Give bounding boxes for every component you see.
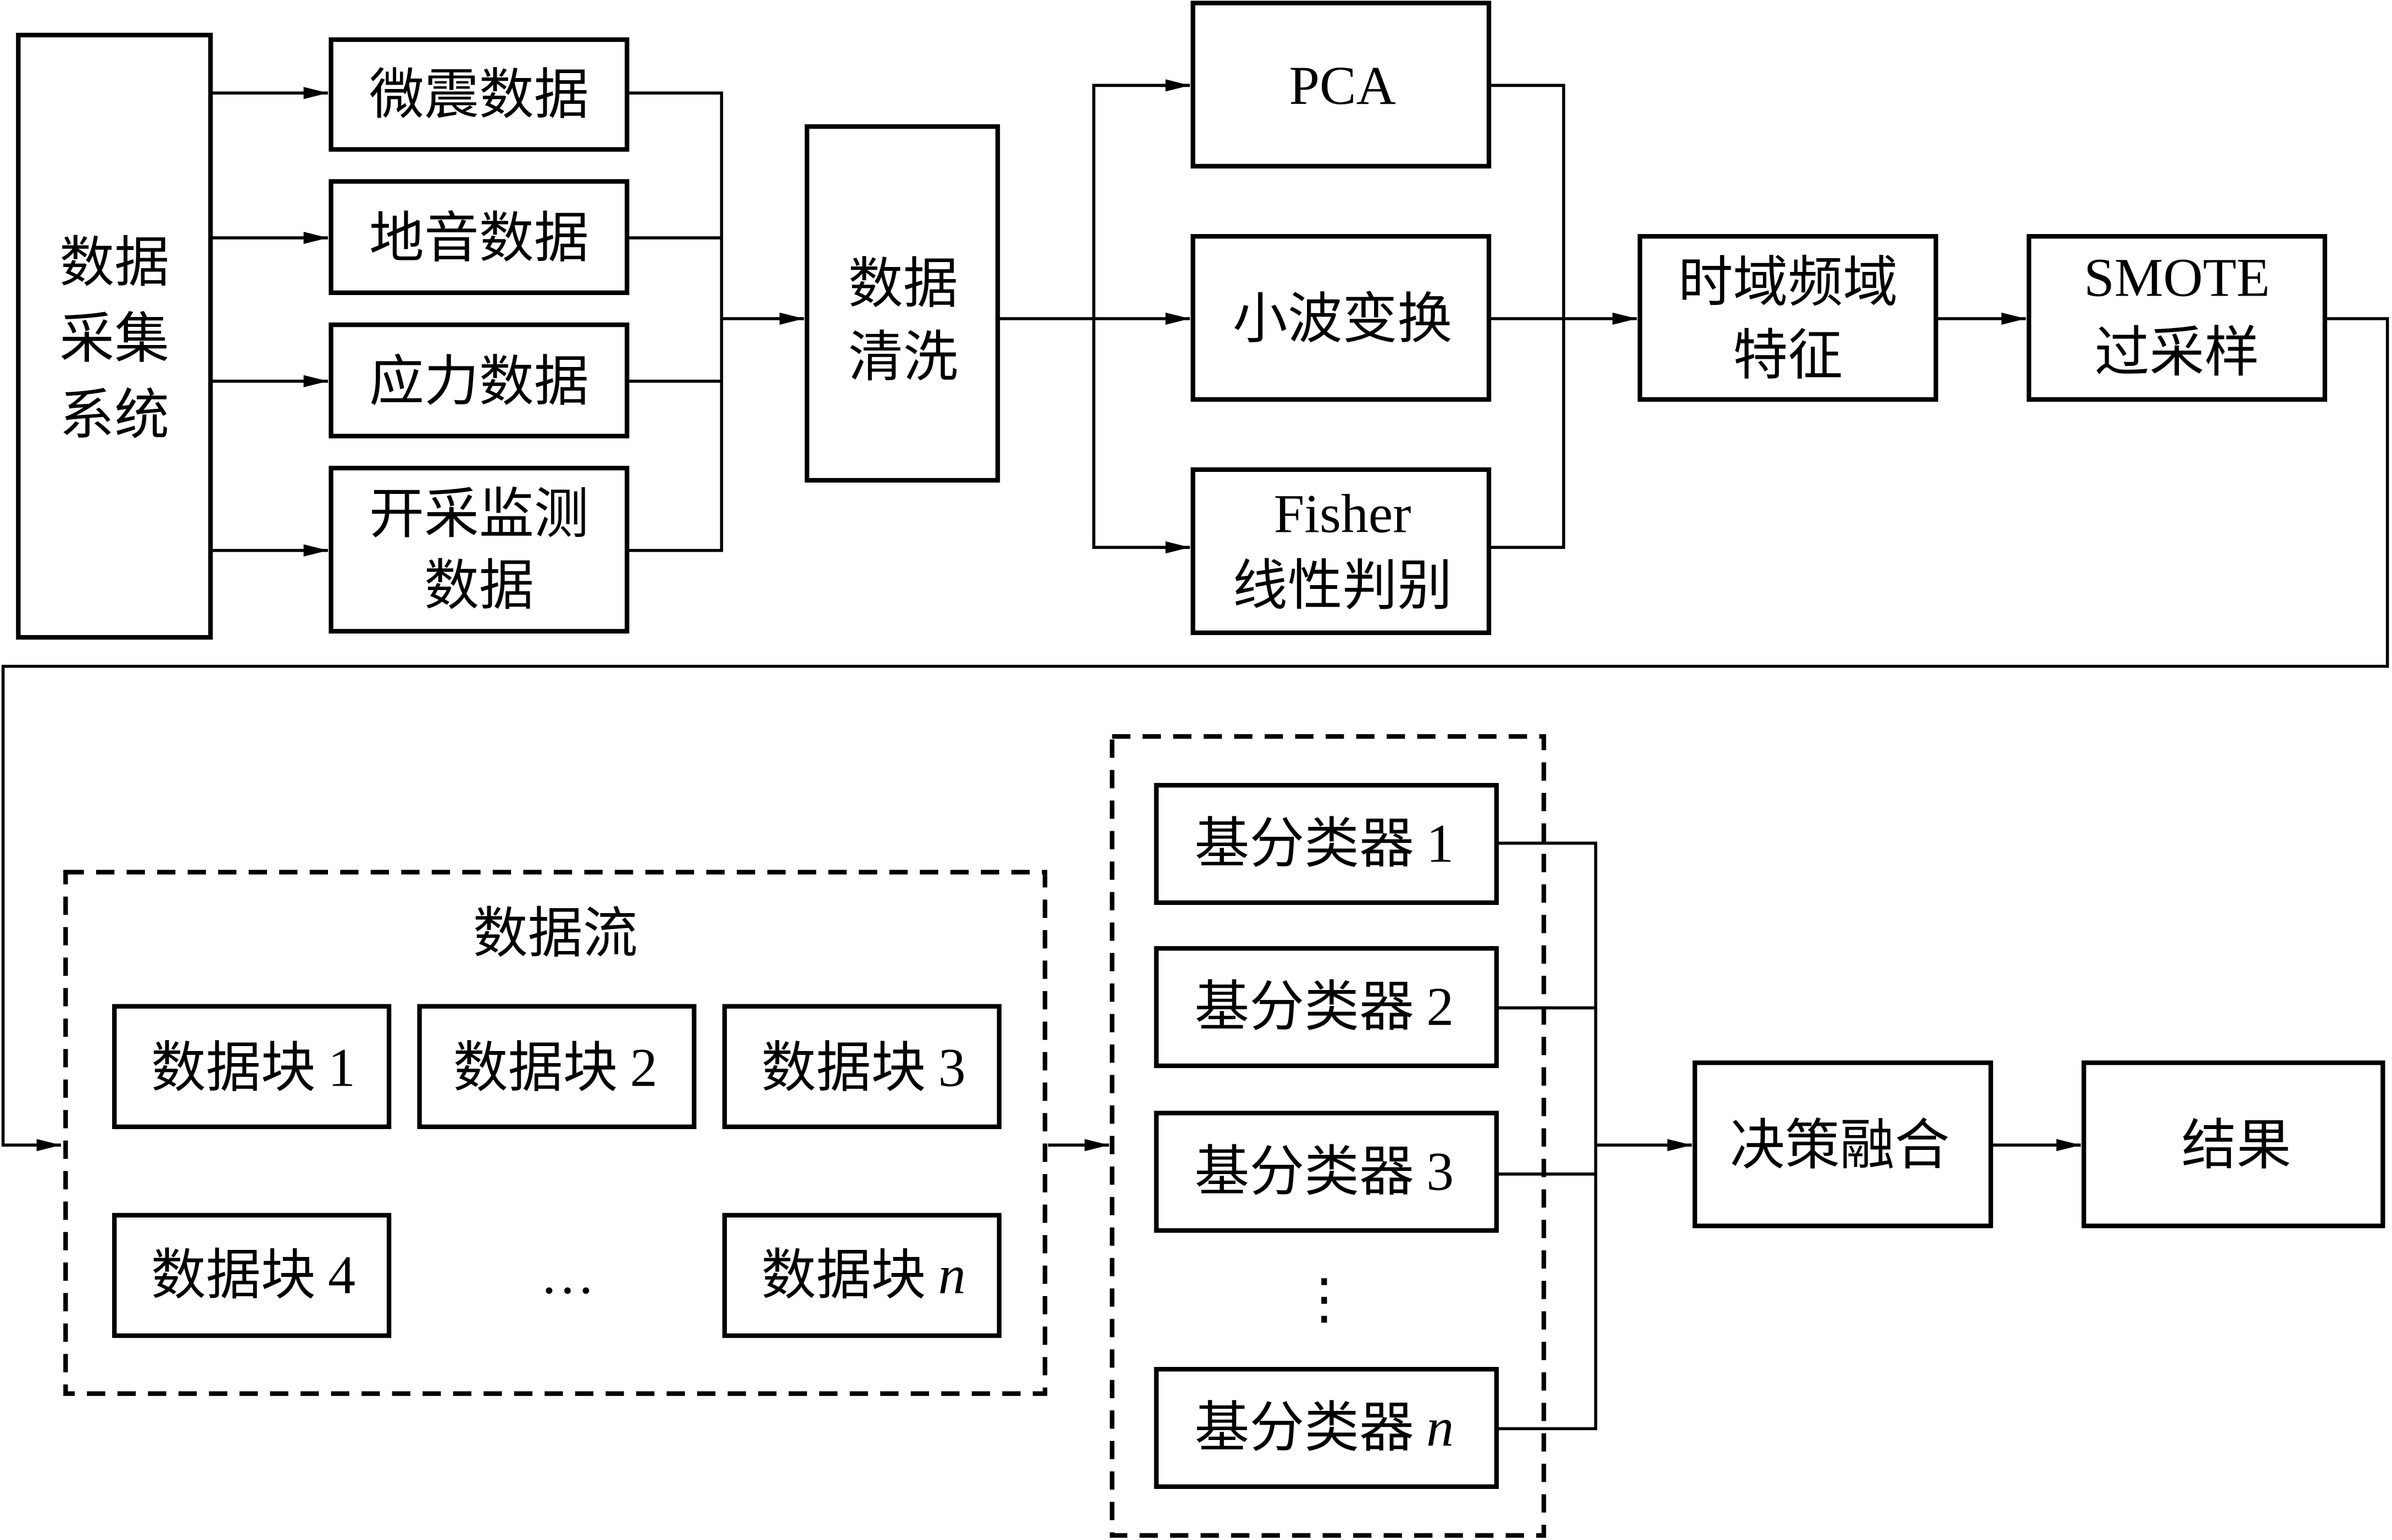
- decision-fusion: 决策融合: [1692, 1060, 1993, 1228]
- classifier-prefix: 基分类器: [1194, 1139, 1414, 1203]
- classifier-index: 1: [1426, 813, 1454, 874]
- source-microseismic: 微震数据: [329, 37, 630, 152]
- method-box: [1191, 234, 1492, 402]
- acquisition-arrows: [210, 87, 329, 557]
- smote-line-1: SMOTE: [2084, 247, 2270, 308]
- arrow-smote-to-data-stream: [1, 317, 2389, 1152]
- classifier-index: 2: [1426, 976, 1454, 1037]
- method-pca: PCA: [1191, 1, 1492, 169]
- block-index: 4: [328, 1244, 355, 1305]
- classifier-prefix: 基分类器: [1194, 811, 1414, 875]
- source-stress: 应力数据: [329, 322, 630, 438]
- source-label: 应力数据: [369, 349, 589, 413]
- acquisition-line-2: 采集: [59, 307, 169, 371]
- data-stream-title: 数据流: [473, 901, 638, 965]
- classifiers-container: [1110, 734, 1547, 1538]
- smote-line-2: 过采样: [2095, 320, 2260, 385]
- method-box: [1191, 1, 1492, 169]
- methods-merge-connector: [1489, 84, 1637, 549]
- block-prefix: 数据块: [151, 1243, 316, 1307]
- method-wavelet: 小波变换: [1191, 234, 1492, 402]
- block-index: n: [938, 1244, 966, 1305]
- acquisition-system-box: [16, 32, 213, 640]
- classifier-prefix: 基分类器: [1194, 974, 1414, 1038]
- data-blocks-ellipsis: …: [540, 1244, 595, 1305]
- data-stream-container: [63, 870, 1048, 1396]
- block-index: 3: [938, 1037, 966, 1098]
- classifier-index: 3: [1426, 1141, 1454, 1202]
- result-box: [2081, 1060, 2385, 1228]
- block-prefix: 数据块: [761, 1035, 926, 1099]
- method-label: 小波变换: [1233, 287, 1453, 351]
- result-label: 结果: [2182, 1113, 2291, 1177]
- source-box: [329, 179, 630, 296]
- result: 结果: [2081, 1060, 2385, 1228]
- smote-box: [2026, 234, 2327, 402]
- data-acquisition-system: 数据 采集 系统: [16, 32, 213, 640]
- block-index: 1: [328, 1037, 355, 1098]
- block-prefix: 数据块: [761, 1243, 926, 1307]
- block-prefix: 数据块: [453, 1035, 618, 1099]
- features-line-1: 时域频域: [1678, 250, 1898, 314]
- method-label-line-1: Fisher: [1274, 483, 1411, 544]
- time-frequency-features: 时域频域 特征: [1637, 234, 1938, 402]
- source-mining-monitoring: 开采监测 数据: [329, 465, 630, 634]
- features-box: [1637, 234, 1938, 402]
- source-label-line-2: 数据: [424, 553, 534, 618]
- source-label: 微震数据: [369, 63, 589, 127]
- classifiers-ellipsis: ⋮: [1297, 1269, 1351, 1330]
- method-box: [1191, 467, 1492, 635]
- classifier-prefix: 基分类器: [1194, 1395, 1414, 1459]
- methods-split-connector: [998, 79, 1190, 554]
- sources-merge-connector: [627, 91, 804, 552]
- cleaning-line-2: 清洗: [848, 325, 958, 389]
- block-index: 2: [630, 1037, 658, 1098]
- cleaning-line-1: 数据: [848, 252, 958, 316]
- method-label: PCA: [1289, 55, 1395, 116]
- source-label: 地音数据: [369, 205, 589, 270]
- source-box: [329, 37, 630, 152]
- block-prefix: 数据块: [151, 1035, 316, 1099]
- method-label-line-2: 线性判别: [1233, 553, 1453, 618]
- source-acoustic: 地音数据: [329, 179, 630, 296]
- fusion-label: 决策融合: [1730, 1113, 1950, 1177]
- data-cleaning: 数据 清洗: [804, 124, 1000, 483]
- acquisition-line-3: 系统: [59, 382, 169, 447]
- classifiers-merge-connector: [1497, 841, 1692, 1431]
- acquisition-line-1: 数据: [59, 230, 169, 294]
- method-fisher: Fisher 线性判别: [1191, 467, 1492, 635]
- features-line-2: 特征: [1733, 323, 1843, 387]
- source-label-line-1: 开采监测: [369, 482, 589, 546]
- classifier-index: n: [1426, 1397, 1454, 1458]
- cleaning-box: [804, 124, 1000, 483]
- source-box: [329, 322, 630, 438]
- smote-oversampling: SMOTE 过采样: [2026, 234, 2327, 402]
